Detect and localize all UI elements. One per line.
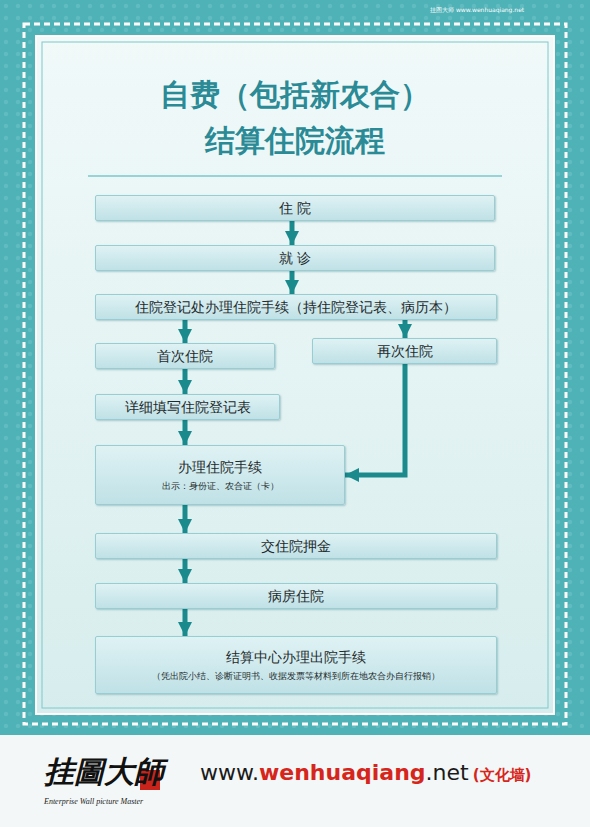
process-box: 病房住院 — [95, 583, 497, 609]
flow-arrow — [183, 369, 188, 394]
diagram-title: 自费（包括新农合） 结算住院流程 — [147, 72, 443, 164]
process-box: 就 诊 — [95, 245, 495, 271]
box-text: 详细填写住院登记表 — [125, 398, 251, 416]
url-note: (文化墙) — [473, 766, 532, 785]
box-text: 办理住院手续 — [178, 458, 262, 476]
process-box: 住 院 — [95, 195, 495, 221]
flow-arrow — [345, 364, 405, 475]
box-text: 住 院 — [279, 199, 311, 217]
band-pattern — [0, 0, 590, 735]
process-box: 首次住院 — [95, 343, 275, 369]
flow-arrow — [183, 320, 188, 343]
outer-band — [0, 0, 590, 735]
process-box: 办理住院手续出示：身份证、农合证（卡） — [95, 445, 345, 505]
flow-arrow — [183, 609, 188, 636]
process-box: 住院登记处办理住院手续（持住院登记表、病历本） — [95, 294, 497, 320]
box-text: 交住院押金 — [261, 537, 331, 555]
process-box: 再次住院 — [312, 338, 497, 364]
flow-arrow — [183, 505, 188, 533]
flow-arrow — [183, 420, 188, 445]
flow-arrow — [290, 271, 295, 294]
box-text: 住院登记处办理住院手续（持住院登记表、病历本） — [135, 298, 457, 316]
flow-arrow — [403, 320, 408, 338]
process-box: 交住院押金 — [95, 533, 497, 559]
box-text: 结算中心办理出院手续 — [226, 648, 366, 666]
logo-text: 挂圖大師 — [44, 752, 164, 793]
url-row: www.wenhuaqiang.net(文化墙) — [200, 760, 531, 785]
credit-text: 挂图大师 www.wenhuaqiang.net — [430, 6, 524, 15]
process-box: 详细填写住院登记表 — [95, 394, 280, 420]
box-note: （凭出院小结、诊断证明书、收据发票等材料到所在地农合办自行报销） — [152, 670, 440, 683]
inner-rule — [42, 42, 548, 708]
logo-subtitle: Enterprise Wall picture Master — [44, 797, 143, 806]
inner-panel — [36, 36, 554, 714]
footer-ground — [0, 735, 590, 827]
box-text: 就 诊 — [279, 249, 311, 267]
title-rule — [88, 175, 502, 177]
url-part: wenhuaqiang — [259, 760, 426, 785]
url-part: www. — [200, 760, 259, 785]
process-box: 结算中心办理出院手续 （凭出院小结、诊断证明书、收据发票等材料到所在地农合办自行报… — [95, 636, 497, 694]
box-text: 首次住院 — [157, 347, 213, 365]
flow-arrow — [183, 559, 188, 583]
box-text: 病房住院 — [268, 587, 324, 605]
url-part: .net — [426, 760, 469, 785]
box-note: 出示：身份证、农合证（卡） — [162, 480, 279, 493]
flow-arrow — [290, 221, 295, 245]
box-text: 再次住院 — [377, 342, 433, 360]
ornament-border — [24, 24, 566, 724]
